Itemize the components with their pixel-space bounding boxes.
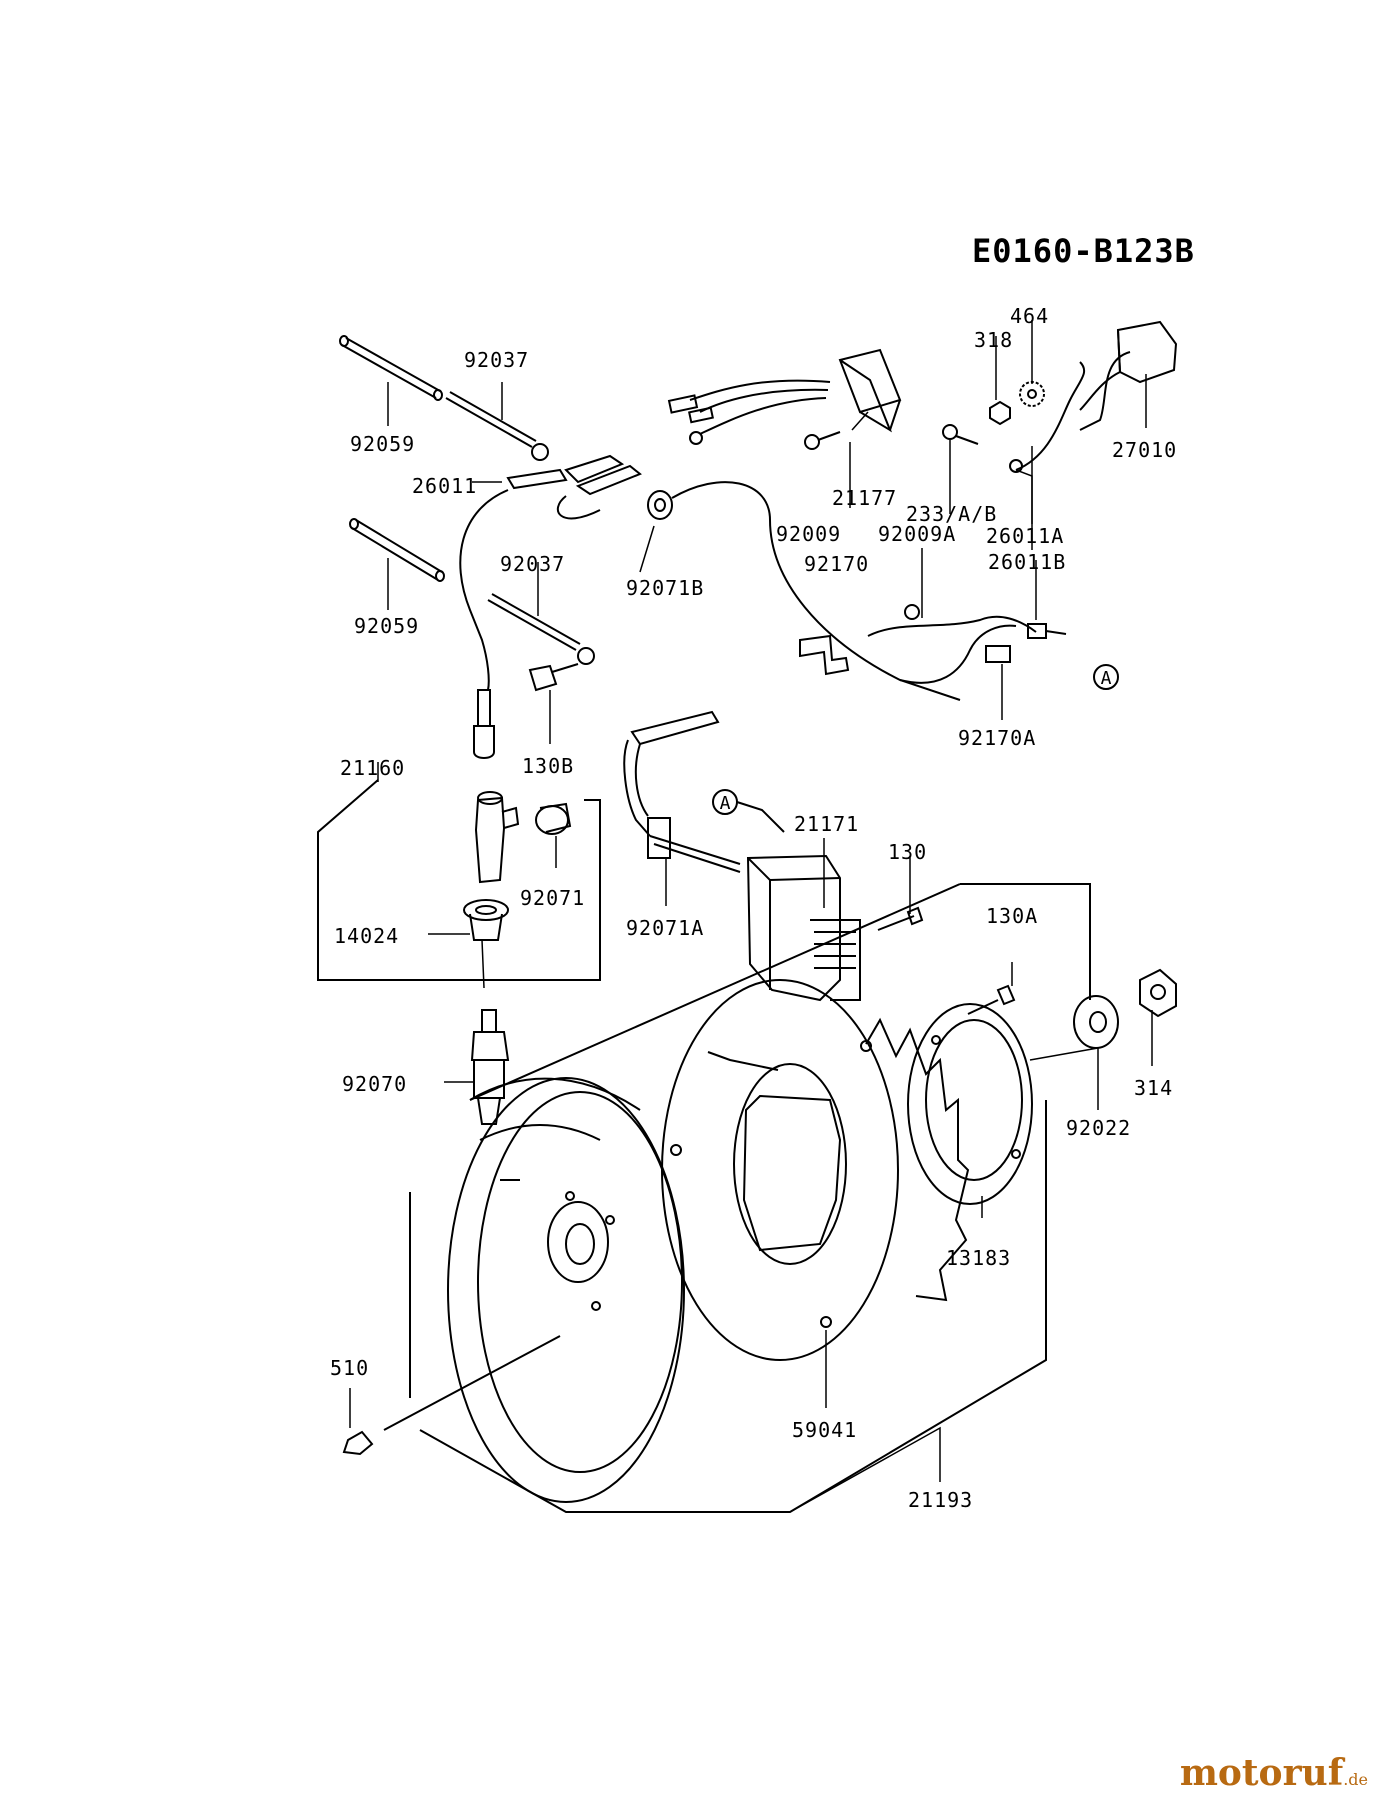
- plug-cap: [474, 791, 520, 884]
- part-label-510[interactable]: 510: [330, 1356, 370, 1380]
- part-label-92009A[interactable]: 92009A: [878, 522, 957, 546]
- screw-92009A: [904, 604, 920, 620]
- watermark-logo: motoruf.de: [1180, 1752, 1368, 1794]
- part-label-92009[interactable]: 92009: [776, 522, 842, 546]
- diagram-code-title: E0160-B123B: [972, 232, 1195, 270]
- tube-92037-upper: [445, 391, 549, 461]
- lead-26011A: [1009, 361, 1086, 473]
- part-label-21193[interactable]: 21193: [908, 1488, 974, 1512]
- part-label-233-A-B[interactable]: 233/A/B: [906, 502, 998, 526]
- part-label-130B[interactable]: 130B: [522, 754, 575, 778]
- spade-terminal: [473, 689, 495, 759]
- bracket-92170: [799, 634, 850, 676]
- module-21177: [667, 348, 902, 445]
- bolt-130: [877, 906, 924, 931]
- leader-lines: [349, 320, 1153, 1513]
- screw-92009: [804, 431, 841, 450]
- flywheel-group-frame: [409, 883, 1091, 1513]
- nut-318: [989, 400, 1011, 426]
- tube-92037-lower: [487, 593, 595, 665]
- grommet-92071B: [647, 490, 673, 520]
- part-label-92037-lower[interactable]: 92037: [500, 552, 566, 576]
- part-label-92071B[interactable]: 92071B: [626, 576, 705, 600]
- nut-314: [1139, 968, 1177, 1018]
- part-label-26011B[interactable]: 26011B: [988, 550, 1067, 574]
- oil-switch-27010: [1079, 320, 1178, 431]
- part-label-130A[interactable]: 130A: [986, 904, 1039, 928]
- part-label-92059-lower[interactable]: 92059: [354, 614, 420, 638]
- part-label-92070[interactable]: 92070: [342, 1072, 408, 1096]
- part-label-314[interactable]: 314: [1134, 1076, 1174, 1100]
- flywheel-outer: [447, 1077, 685, 1503]
- part-label-21160[interactable]: 21160: [340, 756, 406, 780]
- lead-26011B: [867, 615, 1067, 684]
- part-label-318[interactable]: 318: [974, 328, 1014, 352]
- part-label-21171[interactable]: 21171: [794, 812, 860, 836]
- coil-lead: [623, 710, 741, 873]
- watermark-brand: motoruf: [1179, 1752, 1344, 1794]
- tube-92059-upper: [339, 335, 443, 401]
- screw-233: [942, 424, 979, 445]
- part-label-92170A[interactable]: 92170A: [958, 726, 1037, 750]
- part-label-92071[interactable]: 92071: [520, 886, 586, 910]
- washer-92022: [1073, 995, 1119, 1049]
- ignition-coil-21171: [746, 854, 861, 1002]
- group-bracket-21160: [317, 779, 601, 981]
- part-label-92037-upper[interactable]: 92037: [464, 348, 530, 372]
- clip-92170A: [985, 645, 1011, 663]
- tube-92059-lower: [349, 518, 445, 582]
- marker-A-left-label: A: [720, 793, 731, 814]
- grommet-92071A: [647, 817, 671, 859]
- part-label-92059-upper[interactable]: 92059: [350, 432, 416, 456]
- connector-26011: [506, 454, 642, 520]
- plate-13183: [907, 1003, 1033, 1205]
- cap-92071: [535, 802, 572, 835]
- part-label-13183[interactable]: 13183: [946, 1246, 1012, 1270]
- grommet-14024: [463, 899, 509, 941]
- part-label-14024[interactable]: 14024: [334, 924, 400, 948]
- part-label-92022[interactable]: 92022: [1066, 1116, 1132, 1140]
- part-label-26011[interactable]: 26011: [412, 474, 478, 498]
- part-label-92071A[interactable]: 92071A: [626, 916, 705, 940]
- bolt-130B: [528, 663, 579, 692]
- main-wire: [459, 481, 961, 701]
- part-label-27010[interactable]: 27010: [1112, 438, 1178, 462]
- marker-A-right: [1093, 664, 1119, 690]
- marker-A-left: [712, 789, 785, 833]
- marker-A-right-label: A: [1101, 668, 1112, 689]
- part-label-26011A[interactable]: 26011A: [986, 524, 1065, 548]
- washer-464: [1019, 381, 1045, 407]
- spark-plug-92070: [470, 1009, 510, 1125]
- rotor-59041: [661, 979, 970, 1361]
- bolt-130A: [967, 984, 1016, 1015]
- part-label-464[interactable]: 464: [1010, 304, 1050, 328]
- key-510: [342, 1335, 561, 1456]
- part-label-130[interactable]: 130: [888, 840, 928, 864]
- part-label-21177[interactable]: 21177: [832, 486, 898, 510]
- part-label-92170[interactable]: 92170: [804, 552, 870, 576]
- watermark-suffix: .de: [1343, 1770, 1368, 1789]
- part-label-59041[interactable]: 59041: [792, 1418, 858, 1442]
